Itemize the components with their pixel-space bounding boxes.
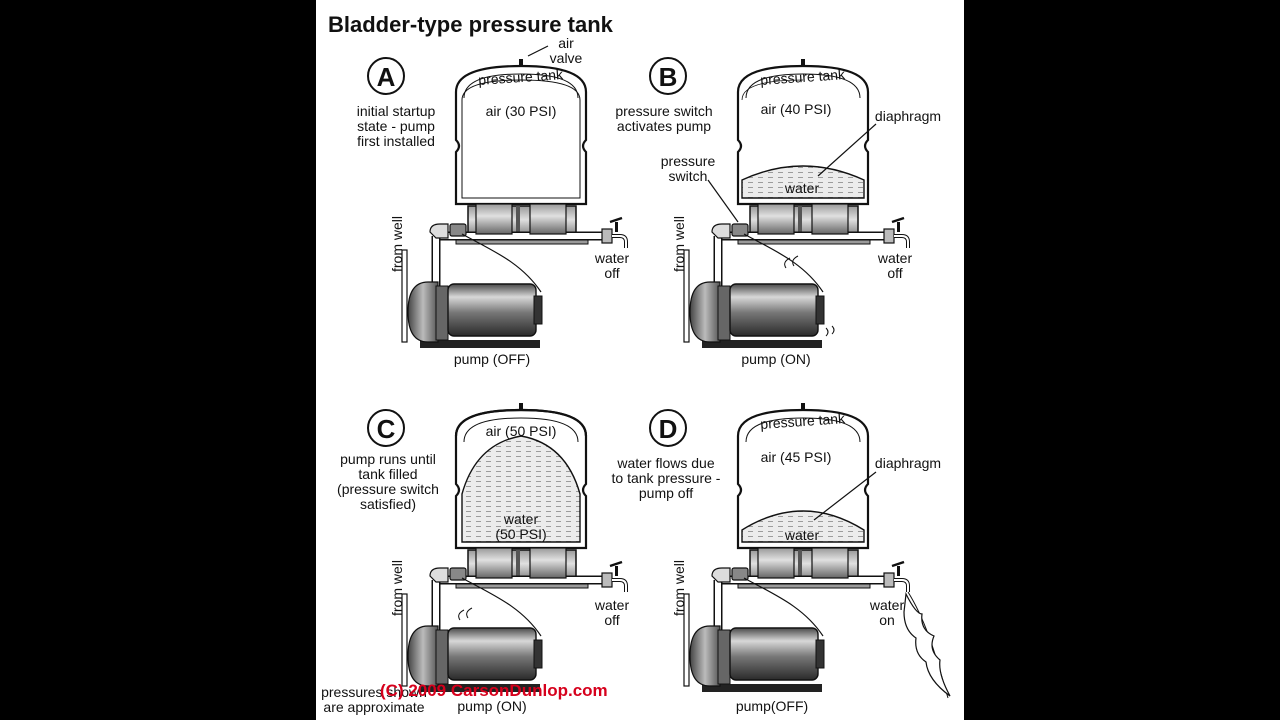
panel-d-caption-1: water flows due [616,455,714,471]
panel-d-caption-2: to tank pressure - [612,470,721,486]
panel-a-caption-2: state - pump [357,118,435,134]
panel-b-caption-2: activates pump [617,118,711,134]
diagram-title: Bladder-type pressure tank [328,12,614,37]
panel-a-letter: A [377,62,396,92]
panel-d-pump-label: pump(OFF) [736,698,808,714]
panel-c-pump-label: pump (ON) [457,698,526,714]
panel-a: A initial startup state - pump first ins… [357,35,630,367]
panel-d-air-label: air (45 PSI) [761,449,832,465]
panel-c-caption-4: satisfied) [360,496,416,512]
panel-c-caption-1: pump runs until [340,451,436,467]
panel-d-water-label: water [784,527,820,543]
panel-b: B pressure switch activates pump pressur… [615,57,941,367]
panel-c-air-label: air (50 PSI) [486,423,557,439]
panel-d: D water flows due to tank pressure - pum… [612,401,951,714]
panel-c-water-2: (50 PSI) [495,526,546,542]
panel-c-water-off-2: off [604,612,619,628]
panel-a-water-2: off [604,265,619,281]
panel-b-air-label: air (40 PSI) [761,101,832,117]
panel-a-from-well: from well [389,216,405,272]
panel-b-water-1: water [877,250,913,266]
footnote-line-1: pressures shown [321,684,427,700]
panel-a-air-valve-1: air [558,35,574,51]
panel-d-diaphragm-arrow [813,471,877,521]
panel-d-water-on-1: water [869,597,905,613]
panel-b-water-label: water [784,180,820,196]
panel-c-caption-2: tank filled [358,466,417,482]
panel-b-diaphragm-arrow [817,123,877,177]
panel-b-switch-arrow [707,179,739,223]
panel-d-water-on-2: on [879,612,895,628]
panel-b-caption-1: pressure switch [615,103,712,119]
panel-b-diaphragm-label: diaphragm [875,108,941,124]
panel-a-air-valve-2: valve [550,50,583,66]
panel-c-water-1: water [503,511,539,527]
panel-a-pump-label: pump (OFF) [454,351,530,367]
panel-d-diaphragm-label: diaphragm [875,455,941,471]
panel-a-water-1: water [594,250,630,266]
panel-d-tank-label: pressure tank [760,410,847,432]
panel-c-letter: C [377,414,396,444]
panel-a-air-label: air (30 PSI) [486,103,557,119]
panel-d-from-well: from well [671,560,687,616]
panel-a-caption-1: initial startup [357,103,436,119]
panel-c-water-off-1: water [594,597,630,613]
pressure-tank-diagram: Bladder-type pressure tank A initial sta… [321,12,951,715]
footnote-line-2: are approximate [323,699,424,715]
panel-c-caption-3: (pressure switch [337,481,439,497]
panel-b-badge [649,57,687,95]
panel-b-switch-1: pressure [661,153,716,169]
diagram-page: Bladder-type pressure tank A initial sta… [316,0,964,720]
panel-b-water-2: off [887,265,902,281]
panel-b-tank-label: pressure tank [760,66,847,88]
panel-d-badge [649,409,687,447]
panel-a-air-valve-arrow [527,45,549,57]
panel-b-letter: B [659,62,678,92]
panel-b-from-well: from well [671,216,687,272]
panel-c: C pump runs until tank filled (pressure … [337,401,630,714]
panel-a-badge [367,57,405,95]
copyright-watermark: (C) 2009 CarsonDunlop.com [380,681,608,700]
panel-c-from-well: from well [389,560,405,616]
panel-b-pump-label: pump (ON) [741,351,810,367]
panel-b-switch-2: switch [669,168,708,184]
panel-c-badge [367,409,405,447]
panel-a-caption-3: first installed [357,133,435,149]
panel-d-letter: D [659,414,678,444]
panel-d-caption-3: pump off [639,485,693,501]
panel-a-tank-label: pressure tank [478,66,565,88]
